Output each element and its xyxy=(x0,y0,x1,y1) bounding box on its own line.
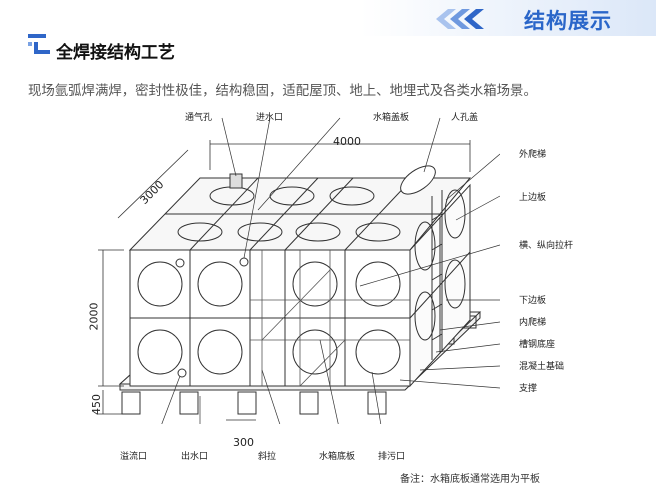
label-manhole: 人孔盖 xyxy=(451,113,479,123)
section-heading: 全焊接结构工艺 xyxy=(56,43,175,63)
label-diagonal-brace: 斜拉 xyxy=(258,452,277,462)
label-inner-ladder: 内爬梯 xyxy=(519,318,547,328)
label-inlet: 进水口 xyxy=(256,113,284,123)
section-description: 现场氩弧焊满焊，密封性极佳，结构稳固，适配屋顶、地上、地埋式及各类水箱场景。 xyxy=(28,84,537,99)
section-heading-icon xyxy=(28,34,50,54)
label-channel-base: 槽钢底座 xyxy=(519,340,556,350)
label-outlet: 出水口 xyxy=(181,452,209,462)
dimension-length: 4000 xyxy=(333,135,361,148)
top-banner: 结构展示 xyxy=(0,0,656,36)
label-top-edge-plate: 上边板 xyxy=(519,193,547,203)
label-bottom-edge-plate: 下边板 xyxy=(519,296,547,306)
label-drain: 排污口 xyxy=(378,452,406,462)
footnote: 备注：水箱底板通常选用为平板 xyxy=(400,474,540,485)
label-vent: 通气孔 xyxy=(185,113,213,123)
dimension-spacing: 300 xyxy=(233,436,254,449)
chevron-arrows-icon xyxy=(436,9,484,29)
banner-title: 结构展示 xyxy=(524,9,612,33)
label-bottom-plate: 水箱底板 xyxy=(319,452,356,462)
banner-background xyxy=(0,0,656,36)
label-overflow: 溢流口 xyxy=(120,452,148,462)
water-tank-diagram xyxy=(98,117,500,424)
label-support: 支撑 xyxy=(519,384,538,394)
label-concrete-base: 混凝土基础 xyxy=(519,362,565,372)
label-outer-ladder: 外爬梯 xyxy=(519,150,547,160)
label-tie-rods: 横、纵向拉杆 xyxy=(519,241,574,251)
dimension-base-height: 450 xyxy=(90,394,103,415)
dimension-height: 2000 xyxy=(87,302,101,331)
label-cover-plate: 水箱盖板 xyxy=(373,113,410,123)
